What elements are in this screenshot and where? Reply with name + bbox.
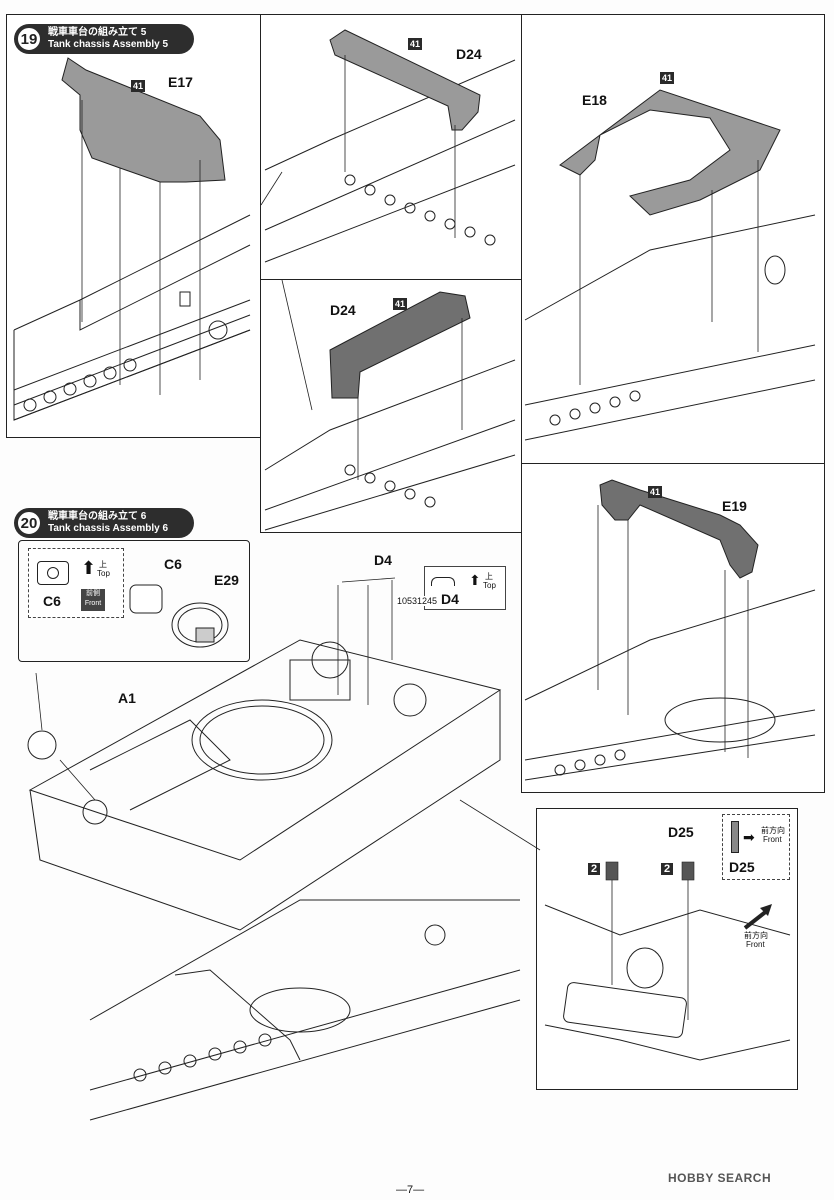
- d25-callout-label: D25: [729, 859, 755, 875]
- d25-icon: [731, 821, 739, 853]
- sprue-tag: 41: [660, 72, 675, 84]
- c6-front-jp: 前側: [86, 590, 100, 597]
- c6-callout-label: C6: [43, 593, 61, 609]
- arrow-up-icon: ⬆: [469, 572, 481, 588]
- part-label-e17: E17: [168, 74, 193, 90]
- e18-part: [559, 89, 781, 216]
- c6-icon: [37, 561, 69, 585]
- sprue-tag: 41: [408, 38, 423, 50]
- part-label-e29: E29: [214, 572, 239, 588]
- d4-overlay-text: 10531245: [396, 596, 439, 606]
- d4-icon: [431, 577, 455, 586]
- sprue-tag: 41: [131, 80, 146, 92]
- step20-title-en: Tank chassis Assembly 6: [48, 523, 169, 534]
- front-arrow-en: Front: [746, 940, 765, 949]
- part-label-d24-mid: D24: [330, 302, 356, 318]
- step19-header: 19 戦車車台の組み立て 5 Tank chassis Assembly 5: [14, 24, 194, 54]
- front-arrow-jp: 前方向: [744, 931, 768, 940]
- part-label-e19: E19: [722, 498, 747, 514]
- d25-orientation-callout: ➡ 前方向 Front D25: [722, 814, 790, 880]
- step19-title-jp: 戦車車台の組み立て 5: [48, 27, 147, 38]
- arrow-right-icon: ➡: [743, 829, 755, 845]
- c6-front-en: Front: [84, 600, 102, 607]
- sprue-tag: 41: [648, 486, 663, 498]
- sprue-tag: 41: [393, 298, 408, 310]
- step20-title-jp: 戦車車台の組み立て 6: [48, 511, 147, 522]
- e19-part: [599, 479, 759, 579]
- c6-top-en: Top: [97, 569, 110, 578]
- front-badge: 前側 Front: [81, 589, 105, 611]
- part-label-d25: D25: [668, 824, 694, 840]
- part-label-a1: A1: [118, 690, 136, 706]
- d4-top-jp: 上: [485, 572, 493, 581]
- d24-top-part: [329, 29, 481, 131]
- d25-dir-en: Front: [763, 835, 782, 844]
- e17-part: [61, 57, 226, 183]
- c6-top-jp: 上: [99, 560, 107, 569]
- part-label-c6: C6: [164, 556, 182, 572]
- d25-dir-jp: 前方向: [761, 826, 785, 835]
- part-label-d4: D4: [374, 552, 392, 568]
- watermark-logo: HOBBY SEARCH: [668, 1171, 772, 1185]
- qty-tag-left: 2: [588, 863, 601, 875]
- d4-callout-label: D4: [441, 591, 459, 607]
- part-label-e18: E18: [582, 92, 607, 108]
- step19-number: 19: [16, 26, 42, 52]
- step20-number: 20: [16, 510, 42, 536]
- arrow-up-icon: ⬆: [81, 558, 97, 578]
- step19-title-en: Tank chassis Assembly 5: [48, 39, 169, 50]
- c6-orientation-callout: ⬆ 上 Top C6 前側 Front: [28, 548, 124, 618]
- d4-top-en: Top: [483, 581, 496, 590]
- part-label-d24-top: D24: [456, 46, 482, 62]
- step19-panel-right: [521, 14, 825, 464]
- d24-mid-part: [329, 291, 471, 399]
- page-number: —7—: [396, 1184, 425, 1196]
- qty-tag-right: 2: [661, 863, 674, 875]
- step20-header: 20 戦車車台の組み立て 6 Tank chassis Assembly 6: [14, 508, 194, 538]
